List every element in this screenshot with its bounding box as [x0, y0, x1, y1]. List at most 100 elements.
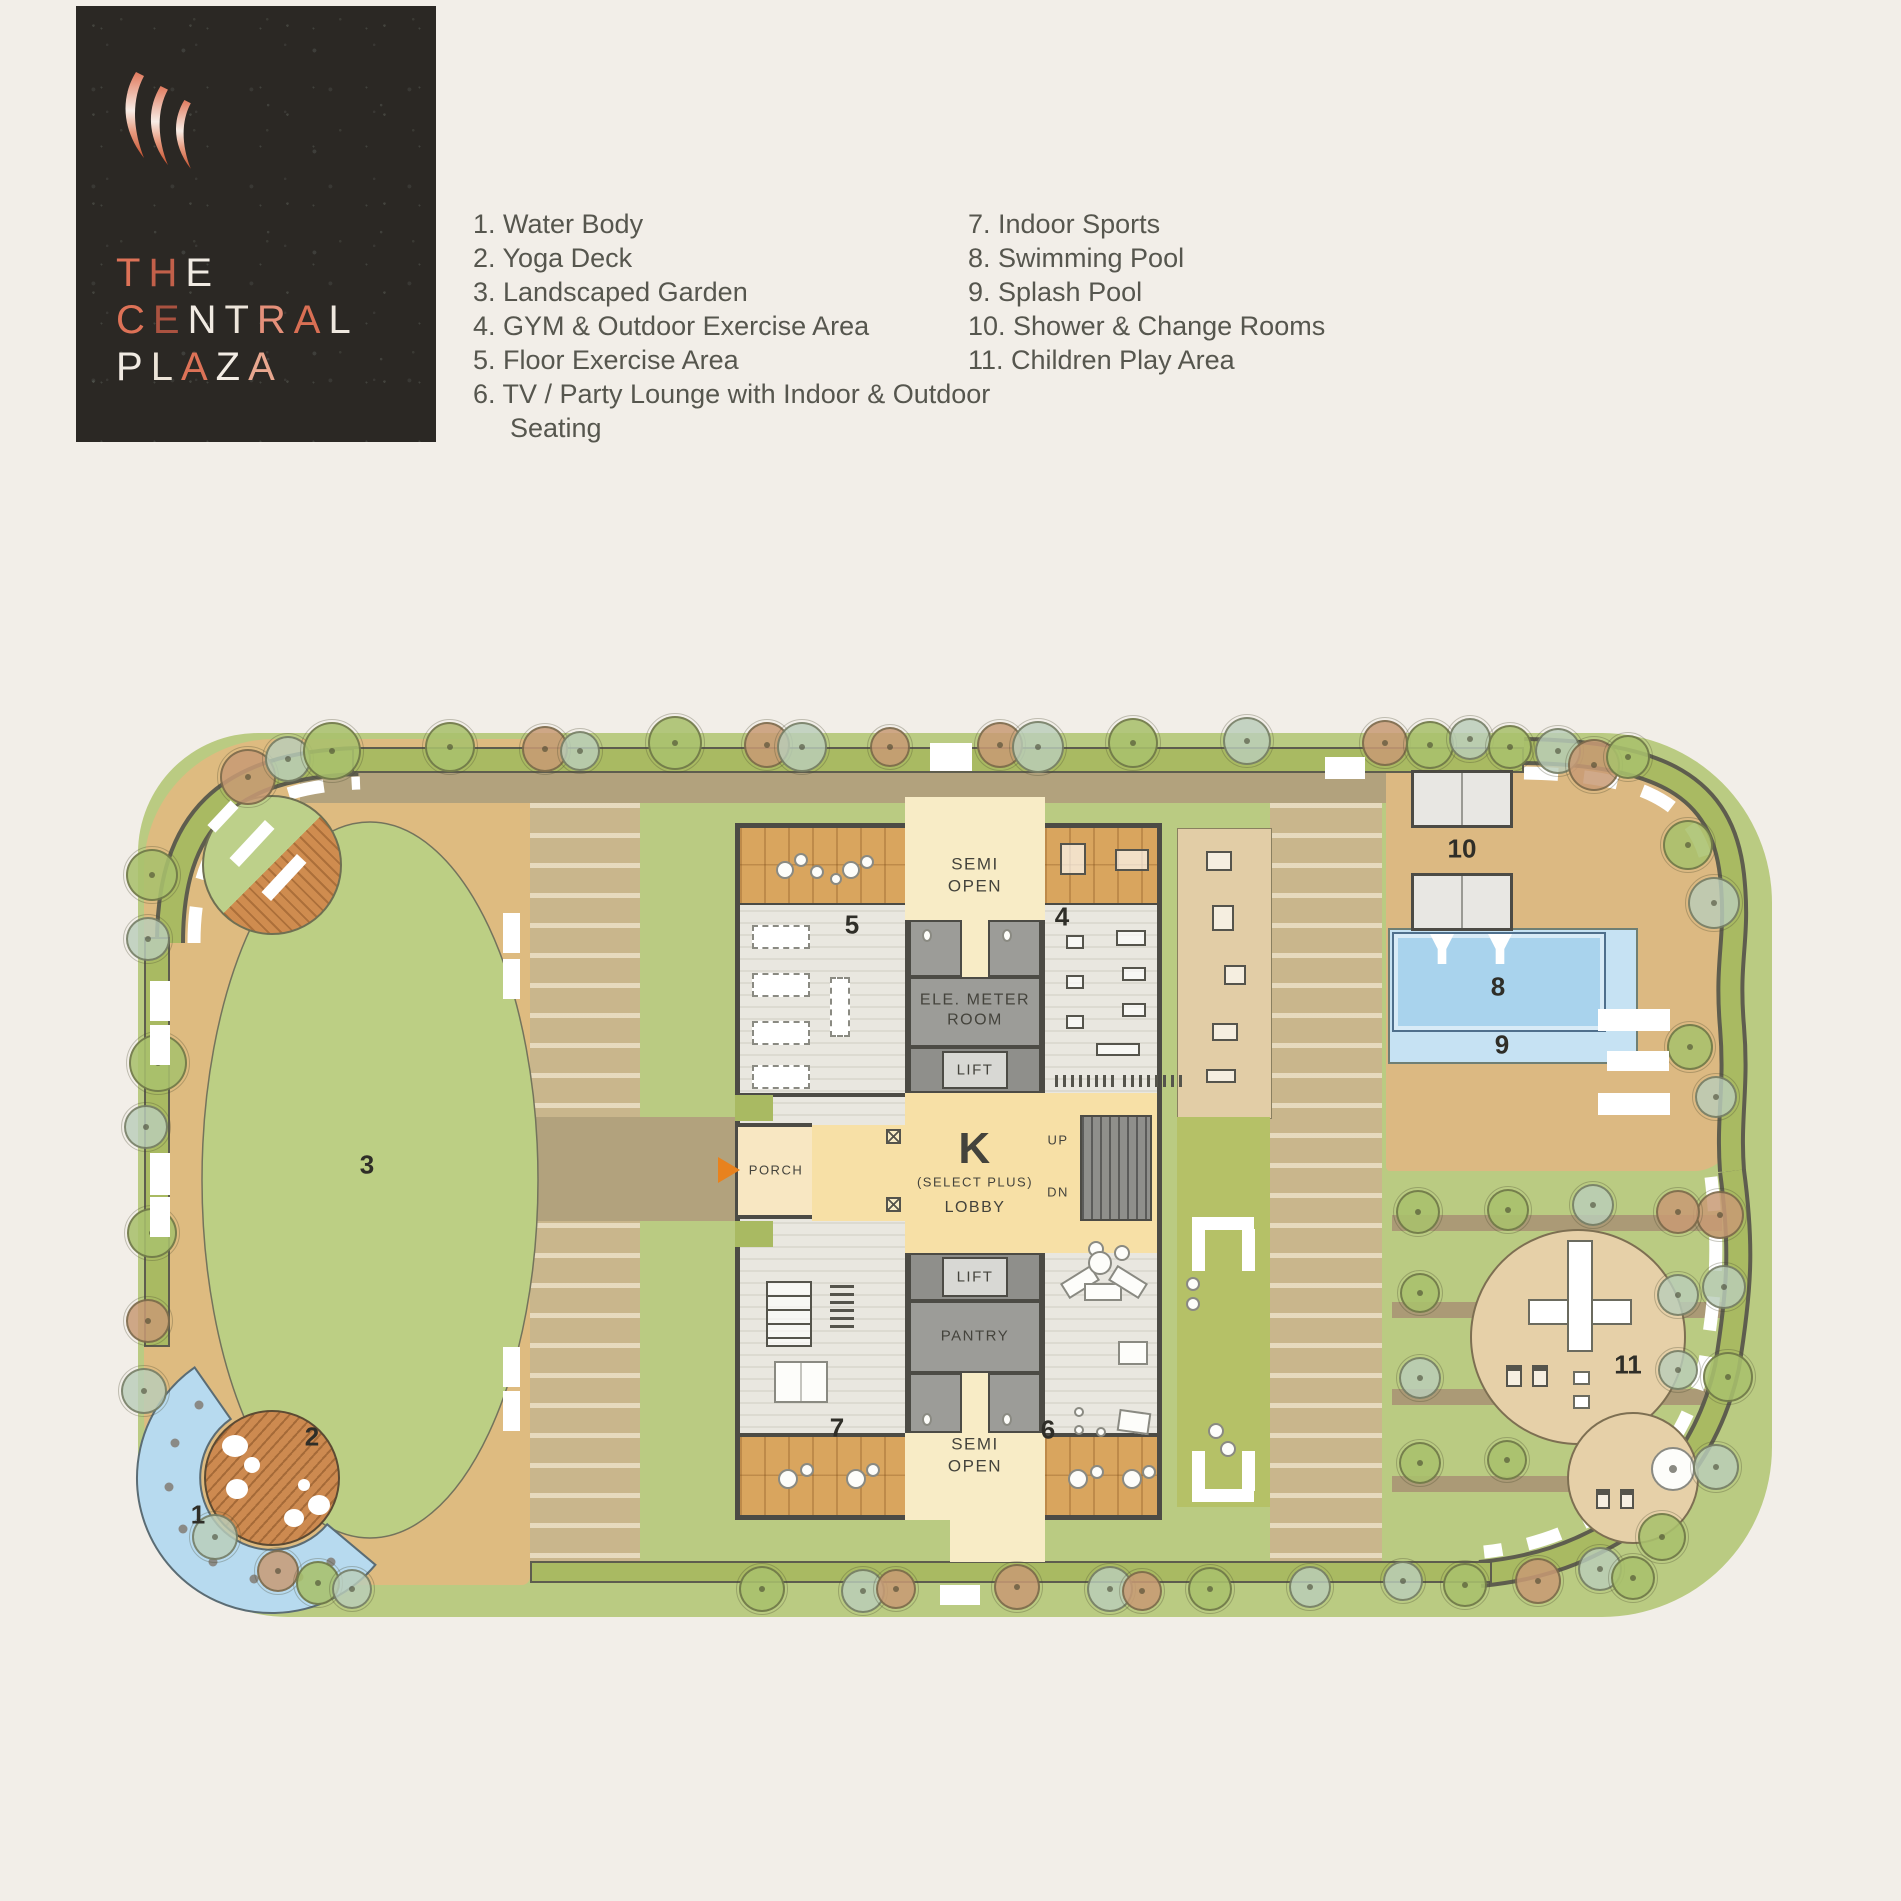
tree-icon: [1655, 1347, 1701, 1393]
legend-item: 4. GYM & Outdoor Exercise Area: [473, 311, 870, 341]
stool-icon: [1074, 1425, 1084, 1435]
toilet-icon: [1002, 929, 1012, 942]
tree-icon: [1692, 1073, 1740, 1121]
legend-item: 1. Water Body: [473, 209, 644, 239]
tree-icon: [1693, 1188, 1747, 1242]
tree-icon: [1699, 1262, 1749, 1312]
paver-bench-icon: [1567, 1240, 1593, 1352]
paver-bench-icon: [503, 959, 520, 999]
stool-icon: [1114, 1245, 1130, 1261]
paver-bench-icon: [503, 1391, 520, 1431]
chair-icon: [866, 1463, 880, 1477]
tree-icon: [1512, 1555, 1564, 1607]
outdoor-gym-icon: [1212, 905, 1234, 931]
chair-icon: [1208, 1423, 1224, 1439]
outdoor-gym-icon: [1206, 1069, 1236, 1083]
legend-item: 2. Yoga Deck: [473, 243, 633, 273]
area-number-7: 7: [829, 1412, 845, 1443]
legend-item: 5. Floor Exercise Area: [473, 345, 739, 375]
exercise-mat: [830, 977, 850, 1037]
tree-icon: [1105, 715, 1161, 771]
lift-car-bottom: [942, 1257, 1008, 1297]
paver-bench-icon: [503, 913, 520, 953]
yoga-deck-circle: [204, 1410, 340, 1546]
tree-icon: [1700, 1349, 1756, 1405]
area-number-6: 6: [1040, 1414, 1056, 1445]
lift-car-top: [942, 1051, 1008, 1089]
paver-bench-icon: [1573, 1371, 1590, 1385]
tree-icon: [1569, 1181, 1617, 1229]
tree-icon: [1653, 1187, 1703, 1237]
tree-icon: [645, 713, 705, 773]
paver-bench-icon: [930, 743, 972, 771]
area-number-9: 9: [1494, 1029, 1510, 1060]
tree-icon: [1485, 722, 1535, 772]
legend-item: 9. Splash Pool: [968, 277, 1143, 307]
area-number-8: 8: [1490, 971, 1506, 1002]
boulder-icon: [244, 1457, 260, 1473]
tree-icon: [1660, 817, 1716, 873]
chair-icon: [800, 1463, 814, 1477]
stool-icon: [1074, 1407, 1084, 1417]
tree-icon: [422, 719, 478, 775]
boulder-icon: [226, 1479, 248, 1499]
chair-icon: [810, 865, 824, 879]
plan-label: UP: [1047, 1132, 1069, 1148]
column-icon: [886, 1129, 901, 1144]
entry-arrow-icon: [718, 1157, 740, 1183]
wall: [735, 901, 907, 905]
exercise-mat: [752, 1065, 810, 1089]
tree-icon: [991, 1561, 1043, 1613]
tree-icon: [1396, 1439, 1444, 1487]
plan-label: PORCH: [748, 1162, 804, 1178]
deck-room7: [740, 1437, 905, 1515]
gym-equipment-icon: [1116, 930, 1146, 946]
deck-room5: [740, 828, 905, 903]
logo-title-line: PLAZA: [116, 345, 283, 389]
plan-label: ELE. METER ROOM: [919, 991, 1031, 1029]
tree-icon: [300, 719, 364, 783]
chair-icon: [1186, 1277, 1200, 1291]
tree-icon: [1397, 1270, 1443, 1316]
tree-icon: [189, 1511, 241, 1563]
tree-icon: [774, 719, 830, 775]
treadmill-row-icon: [1055, 1075, 1117, 1087]
toilet-icon: [1002, 1413, 1012, 1426]
flame-icon: [125, 72, 191, 169]
semi-open-top: [905, 797, 1045, 920]
gym-equipment-icon: [1066, 935, 1084, 949]
table-icon: [774, 1361, 828, 1403]
boulder-icon: [222, 1435, 248, 1457]
outdoor-gym-icon: [1206, 851, 1232, 871]
tree-icon: [1608, 1553, 1658, 1603]
gym-equipment-icon: [1122, 967, 1146, 981]
area-number-2: 2: [304, 1421, 320, 1452]
wc-room: [909, 920, 962, 977]
tree-icon: [873, 1566, 919, 1612]
paver-bench-icon: [1192, 1489, 1254, 1502]
tree-icon: [1635, 1510, 1689, 1564]
gym-equipment-icon: [1066, 975, 1084, 989]
gym-equipment-icon: [1115, 849, 1149, 871]
table-icon: [1068, 1469, 1088, 1489]
tree-icon: [118, 1365, 170, 1417]
shower-change-room: [1411, 770, 1513, 828]
chair-icon: [1090, 1465, 1104, 1479]
area-number-5: 5: [844, 909, 860, 940]
table-icon: [1122, 1469, 1142, 1489]
paver-bench-icon: [150, 981, 170, 1021]
tree-icon: [121, 1102, 171, 1152]
toilet-icon: [922, 1413, 932, 1426]
sofa-icon: [1084, 1283, 1122, 1301]
lobby: [905, 1093, 1045, 1253]
stool-icon: [1096, 1427, 1106, 1437]
wall: [1043, 901, 1159, 905]
legend-item: 6. TV / Party Lounge with Indoor & Outdo…: [473, 379, 991, 443]
paver-bench-icon: [150, 1153, 170, 1195]
table-icon: [776, 861, 794, 879]
table-icon: [778, 1469, 798, 1489]
tree-icon: [1119, 1568, 1165, 1614]
area-number-1: 1: [190, 1499, 206, 1530]
